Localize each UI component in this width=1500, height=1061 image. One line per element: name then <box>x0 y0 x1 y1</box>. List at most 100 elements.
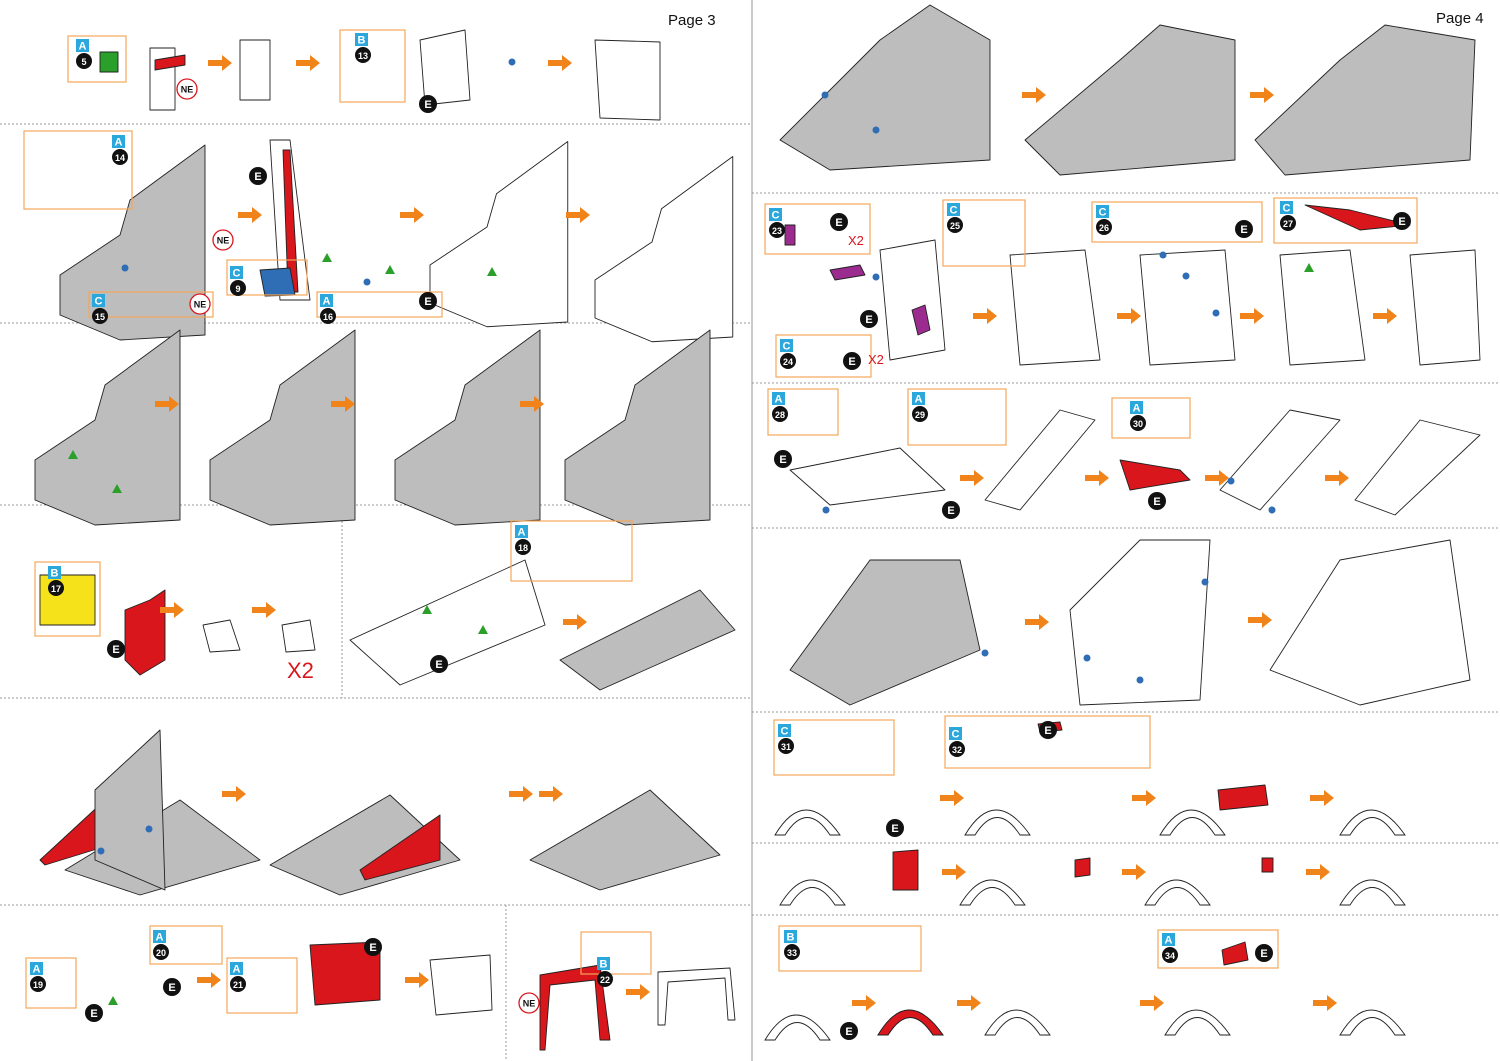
sheet-letter: A <box>115 137 123 149</box>
sheet-letter: C <box>781 726 789 738</box>
sheet-letter-box <box>949 727 962 740</box>
step-number: 31 <box>781 742 791 752</box>
fender-arch <box>774 809 841 836</box>
step-number-disc <box>230 280 246 296</box>
sheet-letter-box <box>230 266 243 279</box>
green-triangle-icon <box>478 625 488 634</box>
callout-box <box>580 931 652 975</box>
e-tool-label: E <box>845 1026 852 1038</box>
blue-dot-icon <box>1083 654 1091 662</box>
orange-arrow-icon <box>1310 790 1334 806</box>
roof-complete <box>1354 419 1481 516</box>
e-tool-label: E <box>1398 216 1405 228</box>
door-frame <box>239 39 271 101</box>
red-step-box <box>1261 857 1274 873</box>
complete-panel <box>429 954 493 1016</box>
step-number-disc <box>153 944 169 960</box>
cab-assembly <box>1254 24 1476 176</box>
fender-arch <box>964 809 1031 836</box>
callout-box <box>944 715 1151 769</box>
e-tool-icon: E <box>840 1022 858 1040</box>
orange-arrow-icon <box>539 786 563 802</box>
e-tool-icon: E <box>1148 492 1166 510</box>
e-tool-label: E <box>779 454 786 466</box>
orange-arrow-icon <box>1373 308 1397 324</box>
orange-arrow-icon <box>238 207 262 223</box>
ne-label: NE <box>194 300 207 310</box>
callout-box <box>88 291 214 318</box>
callout-box <box>1273 197 1418 244</box>
red-seat-part <box>124 589 166 676</box>
step-number: 34 <box>1165 951 1175 961</box>
green-triangle-icon <box>1304 263 1314 272</box>
cab-side-panel <box>34 329 181 526</box>
step-badge-28: A28 <box>772 392 788 422</box>
sheet-letter: C <box>95 296 103 308</box>
e-tool-icon: E <box>886 819 904 837</box>
ne-mark-icon: NE <box>212 229 234 251</box>
orange-arrow-icon <box>1022 87 1046 103</box>
e-tool-label: E <box>90 1008 97 1020</box>
orange-arrow-icon <box>1085 470 1109 486</box>
callout-box <box>316 291 443 318</box>
blue-dot-icon <box>1182 272 1190 280</box>
sheet-letter-box <box>1130 401 1143 414</box>
red-panel-part <box>309 941 381 1006</box>
step-number-disc <box>947 217 963 233</box>
sheet-letter-box <box>230 962 243 975</box>
callout-box <box>149 925 223 965</box>
sheet-letter: B <box>51 568 59 580</box>
step-number: 13 <box>358 51 368 61</box>
e-tool-icon: E <box>364 938 382 956</box>
step-badge-23: C23 <box>769 208 785 238</box>
blue-dot-icon <box>981 649 989 657</box>
sheet-letter: A <box>1165 935 1173 947</box>
sheet-letter-box <box>153 930 166 943</box>
step-number: 32 <box>952 745 962 755</box>
step-number-disc <box>355 47 371 63</box>
e-tool-label: E <box>848 356 855 368</box>
callout-box <box>226 259 308 296</box>
cab-floor-with-seats <box>559 589 736 691</box>
step-number-disc <box>230 976 246 992</box>
e-tool-icon: E <box>419 95 437 113</box>
sheet-letter: C <box>952 729 960 741</box>
fender-arch <box>877 1009 944 1036</box>
green-triangle-icon <box>322 253 332 262</box>
red-frame-part <box>539 964 611 1051</box>
step-number-disc <box>769 222 785 238</box>
fender-arch <box>959 879 1026 906</box>
e-tool-icon: E <box>1235 220 1253 238</box>
roof-curve <box>984 409 1096 511</box>
step-number-disc <box>30 976 46 992</box>
red-roof-edge <box>1119 459 1191 491</box>
orange-arrow-icon <box>400 207 424 223</box>
fender-arch <box>1339 1009 1406 1036</box>
blue-handle-part <box>259 267 296 297</box>
sheet-letter-box <box>112 135 125 148</box>
orange-arrow-icon <box>1325 470 1349 486</box>
step-number-disc <box>76 53 92 69</box>
e-tool-icon: E <box>843 352 861 370</box>
sheet-letter: B <box>600 959 608 971</box>
orange-arrow-icon <box>509 786 533 802</box>
cab-assembly <box>1024 24 1236 176</box>
orange-arrow-icon <box>566 207 590 223</box>
e-tool-label: E <box>424 99 431 111</box>
e-tool-label: E <box>835 217 842 229</box>
step-number-disc <box>92 308 108 324</box>
interior-panel <box>1139 249 1236 366</box>
door-panel-complete <box>594 39 661 121</box>
floor-panel <box>529 789 721 891</box>
sheet-letter-box <box>947 203 960 216</box>
interior-panel <box>879 239 946 361</box>
red-strip <box>154 54 186 71</box>
floor-panel <box>269 794 461 896</box>
orange-arrow-icon <box>155 396 179 412</box>
yellow-seat-parts <box>39 574 96 626</box>
e-tool-label: E <box>1044 725 1051 737</box>
orange-arrow-icon <box>973 308 997 324</box>
fender-arch <box>1339 879 1406 906</box>
ne-mark-icon: NE <box>518 992 540 1014</box>
